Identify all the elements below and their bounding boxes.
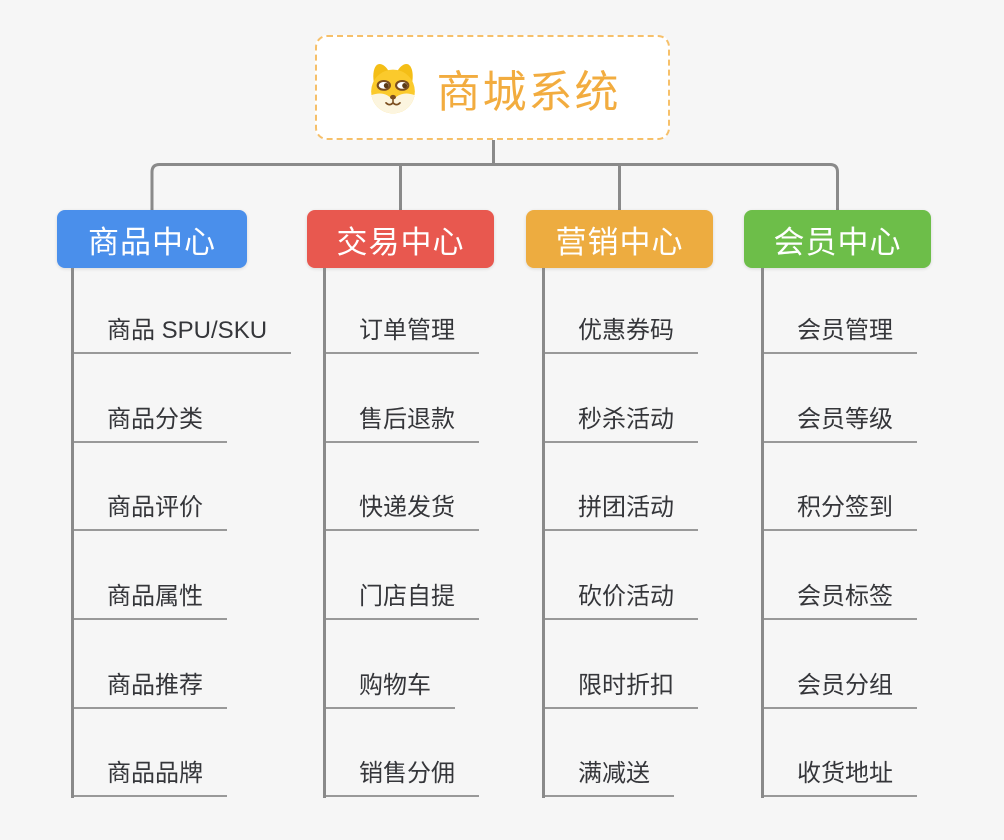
child-node[interactable]: 售后退款 [326,405,479,443]
child-node-label: 销售分佣 [326,759,479,797]
child-node[interactable]: 会员等级 [764,405,917,443]
child-node-label: 积分签到 [764,493,917,531]
child-node[interactable]: 商品属性 [74,582,227,620]
child-node[interactable]: 会员分组 [764,671,917,709]
branch-children-marketing-center: 优惠券码 秒杀活动 拼团活动 砍价活动 限时折扣 满减送 [542,268,825,798]
child-node-label: 商品属性 [74,582,227,620]
child-node-label: 会员管理 [764,316,917,354]
branch-node-label: 商品中心 [88,224,216,260]
root-node[interactable]: 商城系统 [315,35,670,140]
child-node-label: 会员分组 [764,671,917,709]
child-node-label: 快递发货 [326,493,479,531]
child-node[interactable]: 会员标签 [764,582,917,620]
child-node[interactable]: 快递发货 [326,493,479,531]
child-node-label: 订单管理 [326,316,479,354]
child-node[interactable]: 砍价活动 [545,582,698,620]
child-node[interactable]: 会员管理 [764,316,917,354]
child-node[interactable]: 商品评价 [74,493,227,531]
child-node-label: 门店自提 [326,582,479,620]
child-node-label: 商品评价 [74,493,227,531]
child-node-label: 商品品牌 [74,759,227,797]
child-node-label: 商品分类 [74,405,227,443]
child-node-label: 限时折扣 [545,671,698,709]
child-node[interactable]: 订单管理 [326,316,479,354]
child-node-label: 售后退款 [326,405,479,443]
branch-children-member-center: 会员管理 会员等级 积分签到 会员标签 会员分组 收货地址 [761,268,1004,798]
child-node[interactable]: 购物车 [326,671,455,709]
branch-node-label: 营销中心 [555,224,684,260]
branch-children-product-center: 商品 SPU/SKU 商品分类 商品评价 商品属性 商品推荐 商品品牌 [71,268,354,798]
branch-node-label: 会员中心 [773,224,902,260]
child-node[interactable]: 门店自提 [326,582,479,620]
branch-node-product-center[interactable]: 商品中心 [57,210,247,268]
child-node-label: 秒杀活动 [545,405,698,443]
doge-icon [370,63,415,113]
child-node-label: 满减送 [545,759,674,797]
child-node[interactable]: 秒杀活动 [545,405,698,443]
branch-node-marketing-center[interactable]: 营销中心 [526,210,713,268]
child-node[interactable]: 积分签到 [764,493,917,531]
child-node[interactable]: 优惠券码 [545,316,698,354]
child-node[interactable]: 商品推荐 [74,671,227,709]
branch-node-label: 交易中心 [336,224,465,260]
child-node[interactable]: 拼团活动 [545,493,698,531]
child-node-label: 商品推荐 [74,671,227,709]
branch-node-member-center[interactable]: 会员中心 [744,210,931,268]
branch-node-trade-center[interactable]: 交易中心 [307,210,494,268]
child-node[interactable]: 商品 SPU/SKU [74,316,292,354]
child-node[interactable]: 商品品牌 [74,759,227,797]
child-node-label: 会员等级 [764,405,917,443]
child-node[interactable]: 收货地址 [764,759,917,797]
child-node[interactable]: 商品分类 [74,405,227,443]
child-node-label: 会员标签 [764,582,917,620]
child-node-label: 商品 SPU/SKU [74,316,292,354]
child-node-label: 拼团活动 [545,493,698,531]
child-node[interactable]: 限时折扣 [545,671,698,709]
child-node[interactable]: 销售分佣 [326,759,479,797]
child-node-label: 砍价活动 [545,582,698,620]
child-node-label: 优惠券码 [545,316,698,354]
branch-rail-line [150,163,839,210]
child-node-label: 购物车 [326,671,455,709]
branch-children-trade-center: 订单管理 售后退款 快递发货 门店自提 购物车 销售分佣 [323,268,606,798]
child-node[interactable]: 满减送 [545,759,674,797]
child-node-label: 收货地址 [764,759,917,797]
root-node-label: 商城系统 [436,67,621,117]
